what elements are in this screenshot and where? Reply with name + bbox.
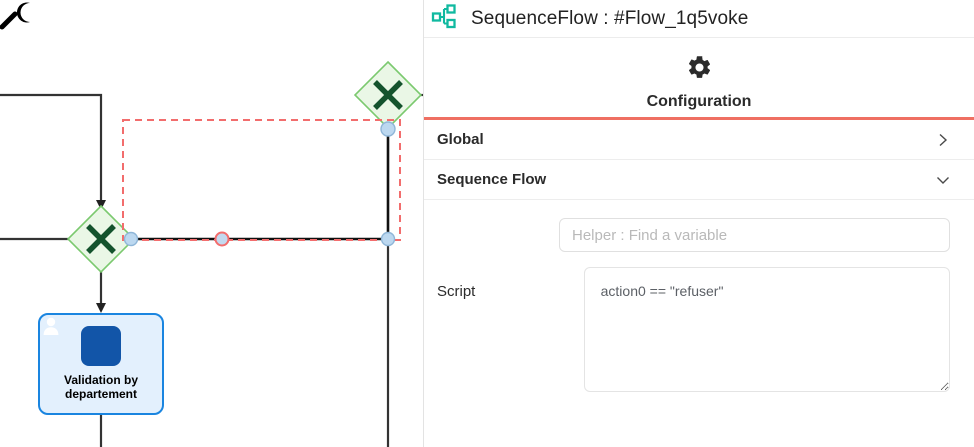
chevron-right-icon[interactable] (936, 133, 950, 147)
selection-bounding-box (122, 119, 401, 241)
accordion-sequence-flow[interactable]: Sequence Flow (424, 160, 974, 200)
user-icon (43, 317, 121, 366)
sitemap-icon (431, 3, 457, 34)
helper-find-variable-input[interactable] (559, 218, 950, 252)
sequence-flow-selected[interactable] (131, 123, 393, 241)
configuration-block: Configuration (424, 38, 974, 120)
flow-incoming-top[interactable] (0, 93, 106, 210)
task-validation-by-departement[interactable]: Validation by departement (38, 313, 164, 415)
script-textarea[interactable] (583, 267, 950, 392)
accordion-global-label: Global (437, 131, 484, 148)
resize-cursor-glyph (0, 2, 30, 30)
configuration-label: Configuration (646, 93, 752, 110)
task-label: Validation by departement (63, 373, 138, 401)
gear-icon[interactable] (686, 54, 713, 86)
flow-gateway-to-task[interactable] (96, 270, 106, 313)
accordion-global[interactable]: Global (424, 120, 974, 160)
waypoint-handle-target[interactable] (380, 121, 396, 137)
sequence-flow-section: Script (424, 200, 974, 392)
waypoint-handle-source[interactable] (123, 231, 139, 247)
chevron-down-icon[interactable] (936, 173, 950, 187)
properties-panel: SequenceFlow : #Flow_1q5voke Configurati… (423, 0, 974, 447)
bpmn-canvas[interactable]: Validation by departement (0, 0, 423, 447)
page-title: SequenceFlow : #Flow_1q5voke (471, 7, 749, 29)
panel-header: SequenceFlow : #Flow_1q5voke (424, 0, 974, 38)
accordion-sequence-flow-label: Sequence Flow (437, 171, 547, 188)
gateway-top[interactable] (353, 60, 423, 130)
waypoint-handle-mid[interactable] (214, 231, 230, 247)
waypoint-handle-bend[interactable] (380, 231, 396, 247)
script-row: Script (437, 267, 950, 392)
script-label: Script (437, 283, 476, 300)
bpmn-diagram-svg (0, 60, 423, 447)
helper-row (437, 218, 950, 252)
